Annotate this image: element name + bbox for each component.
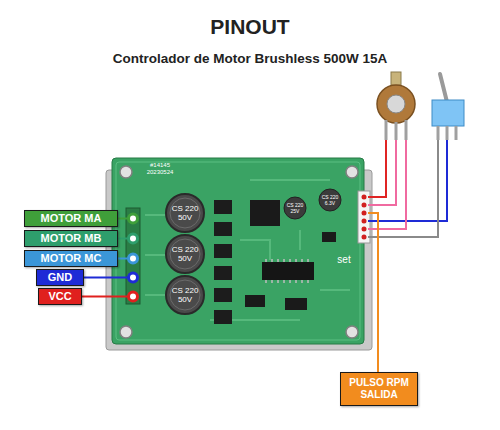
small-capacitors <box>284 189 341 219</box>
pin-label: MOTOR MC <box>24 250 118 267</box>
pcb-traces <box>145 180 350 320</box>
mosfets <box>214 200 232 324</box>
subtitle: Controlador de Motor Brushless 500W 15A <box>0 48 500 70</box>
pin-label: MOTOR MB <box>24 230 118 247</box>
pin-label: MOTOR MA <box>24 210 118 227</box>
capacitor-marking: CS 220 6.3V <box>320 191 340 209</box>
node-text: PULSO RPM SALIDA <box>344 377 414 401</box>
pin-header <box>358 191 370 243</box>
potentiometer <box>377 72 415 140</box>
control-wires <box>368 140 447 372</box>
pin-label: VCC <box>38 288 82 305</box>
pin-label: GND <box>36 269 84 286</box>
diagram-title: PINOUT <box>0 12 500 42</box>
capacitor-marking: CS 220 50V <box>168 199 202 227</box>
node-text: MOTOR MB <box>41 232 102 245</box>
board-marking: set <box>332 252 356 266</box>
pcb-edge <box>116 162 360 340</box>
mounting-screws <box>120 166 358 338</box>
board-marking: #14145 <box>140 161 180 169</box>
pcb-board <box>112 158 364 344</box>
capacitor-marking: CS 220 50V <box>168 240 202 268</box>
header-pins <box>362 195 367 240</box>
node-text: GND <box>48 271 72 284</box>
capacitor-marking: CS 220 25V <box>285 199 305 217</box>
electrolytic-capacitors <box>166 194 204 314</box>
terminal-block <box>126 208 140 304</box>
toggle-switch <box>432 74 464 140</box>
capacitor-marking: CS 220 50V <box>168 281 202 309</box>
terminal-dots <box>129 214 138 301</box>
output-label: PULSO RPM SALIDA <box>340 372 418 406</box>
node-text: MOTOR MC <box>41 252 102 265</box>
node-text: VCC <box>48 290 71 303</box>
board-date: 20230524 <box>140 168 180 176</box>
node-text: MOTOR MA <box>41 212 102 225</box>
